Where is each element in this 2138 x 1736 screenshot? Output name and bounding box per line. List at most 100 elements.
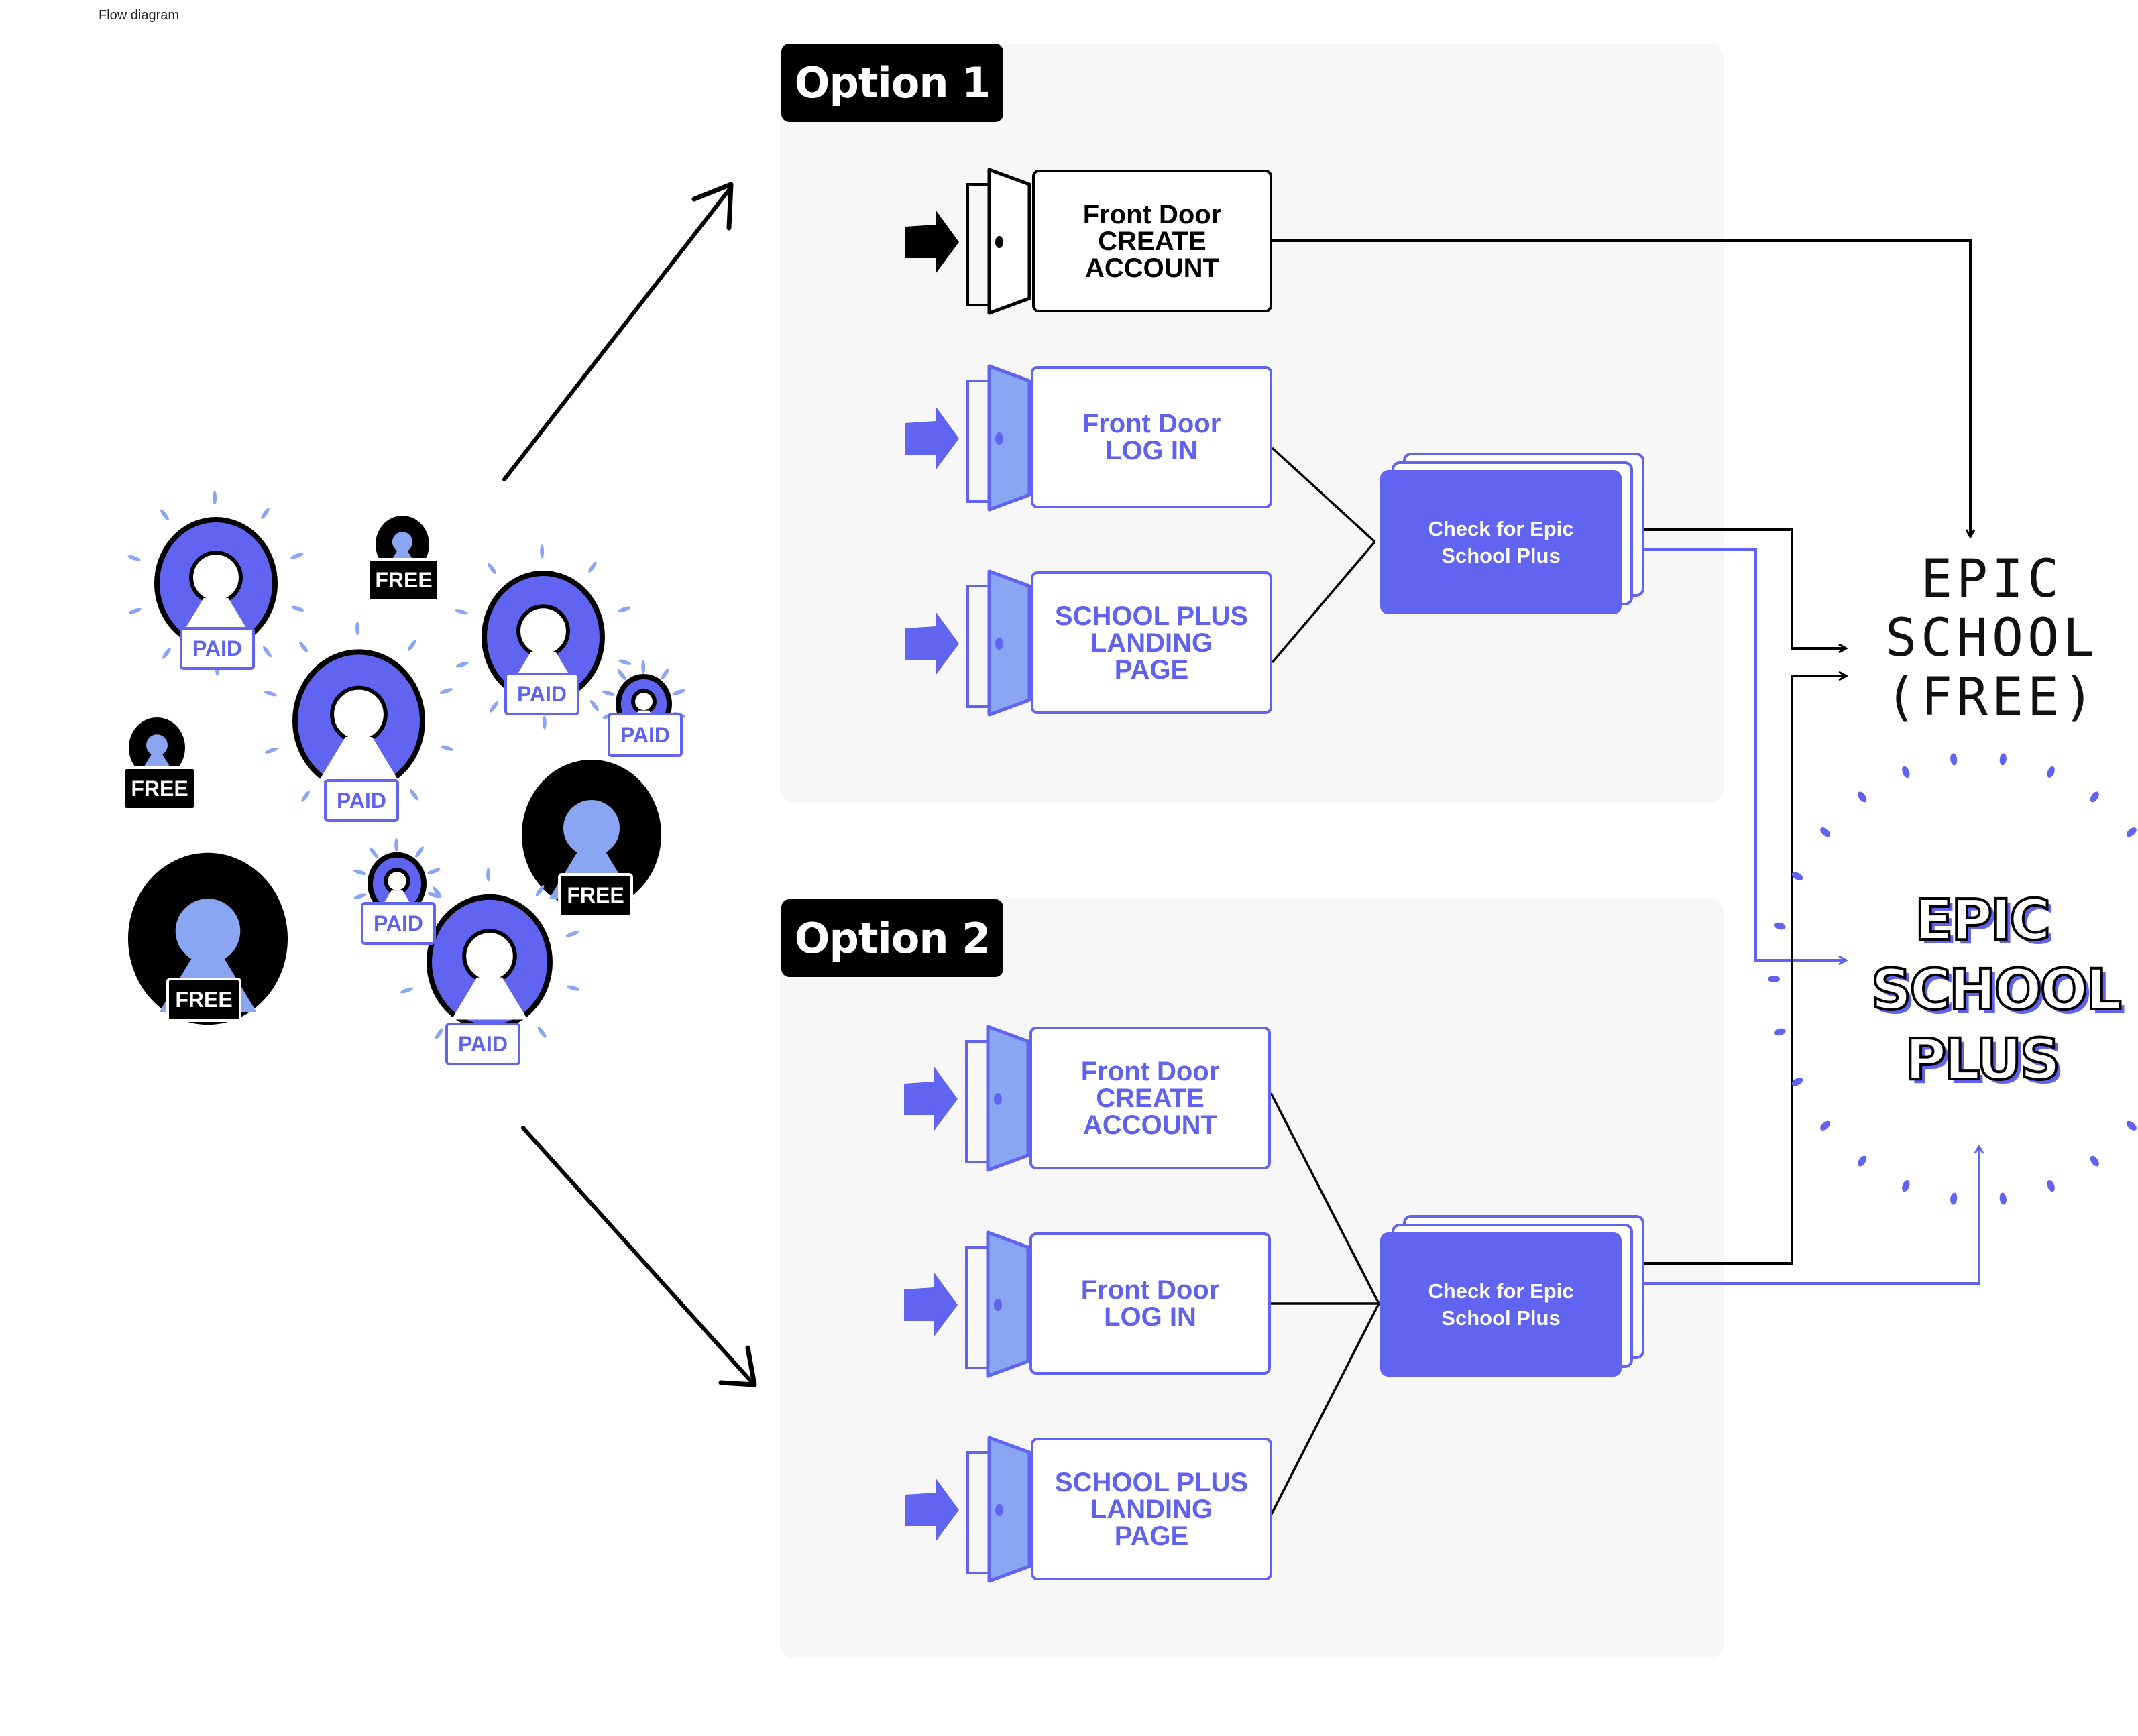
sparkle-mark	[1820, 827, 1831, 837]
sparkle-mark	[1950, 753, 1958, 766]
arrow-icon	[904, 1067, 958, 1131]
sparkle-mark	[486, 868, 491, 882]
node-label: SCHOOL PLUS LANDING PAGE	[1054, 601, 1249, 685]
line-landing2-to-check2	[1270, 1303, 1380, 1516]
sparkle-mark	[618, 659, 632, 665]
sparkle-mark	[400, 987, 413, 994]
sparkle-mark	[2047, 766, 2055, 778]
paid-tag: PAID	[361, 902, 436, 945]
paid-user-avatar	[127, 491, 304, 676]
person-silhouette-icon	[189, 551, 243, 605]
line-login-to-check1	[1271, 447, 1376, 543]
sparkle-mark	[263, 646, 272, 658]
person-silhouette-icon	[384, 868, 410, 894]
sparkle-mark	[427, 892, 441, 899]
option1-login-box[interactable]: Front Door LOG IN	[1031, 366, 1272, 508]
paid-user-avatar	[264, 622, 454, 820]
sparkle-mark	[1902, 1179, 1910, 1192]
paid-tag: PAID	[324, 779, 399, 822]
arrow-to-option1	[502, 182, 734, 481]
sparkle-mark	[1902, 766, 1910, 778]
sparkle-mark	[588, 561, 597, 573]
door-icon	[905, 168, 1031, 315]
arrow-to-option2	[521, 1126, 757, 1387]
page-label: Flow diagram	[99, 8, 180, 23]
sparkle-mark	[265, 748, 278, 754]
sparkle-mark	[394, 838, 399, 852]
line-landing-to-check1	[1271, 540, 1376, 664]
node-label: SCHOOL PLUS LANDING PAGE	[1054, 1467, 1249, 1551]
free-tag: FREE	[368, 558, 440, 602]
sparkle-mark	[1999, 753, 2007, 766]
free-tag: FREE	[558, 873, 633, 917]
arrow-icon	[904, 1273, 958, 1336]
sparkle-mark	[590, 699, 599, 711]
paid-tag: PAID	[180, 627, 255, 670]
sparkle-mark	[213, 491, 217, 505]
node-label: Front Door LOG IN	[1080, 1275, 1220, 1332]
option1-check-box[interactable]: Check for Epic School Plus	[1380, 453, 1644, 614]
sparkle-mark	[415, 846, 424, 858]
sparkle-mark	[2047, 1179, 2055, 1192]
sparkle-mark	[2126, 827, 2137, 837]
person-silhouette-icon	[462, 929, 517, 984]
option2-check-box[interactable]: Check for Epic School Plus	[1380, 1215, 1644, 1377]
sparkle-mark	[1774, 1028, 1786, 1036]
arrow-icon	[905, 210, 959, 274]
sparkle-mark	[355, 622, 360, 636]
sparkle-mark	[566, 931, 579, 937]
sparkle-mark	[542, 715, 547, 730]
arrow-icon	[905, 1478, 959, 1542]
paid-tag: PAID	[608, 713, 683, 757]
door-icon	[904, 1230, 1030, 1378]
free-tag: FREE	[123, 766, 196, 811]
sparkle-mark	[353, 893, 367, 899]
option2-create-account-box[interactable]: Front Door CREATE ACCOUNT	[1029, 1027, 1271, 1169]
door-icon	[905, 569, 1031, 717]
sparkle-mark	[353, 869, 367, 875]
sparkle-mark	[1820, 1120, 1831, 1131]
door-icon	[904, 1025, 1030, 1172]
sparkle-mark	[2090, 1155, 2099, 1167]
sparkle-mark	[301, 791, 310, 802]
free-user-avatar	[129, 717, 185, 778]
sparkle-mark	[441, 745, 454, 751]
line-check1-to-plus	[1643, 548, 1846, 960]
sparkle-mark	[535, 884, 545, 896]
person-silhouette-icon	[330, 685, 388, 744]
paid-tag: PAID	[504, 673, 579, 715]
sparkle-mark	[455, 609, 468, 615]
option2-landing-page-box[interactable]: SCHOOL PLUS LANDING PAGE	[1031, 1438, 1272, 1580]
node-label: Front Door LOG IN	[1082, 409, 1221, 465]
sparkle-mark	[661, 668, 670, 680]
door-icon	[905, 364, 1031, 512]
option2-login-box[interactable]: Front Door LOG IN	[1029, 1232, 1271, 1375]
sparkle-mark	[1768, 976, 1780, 982]
check-label: Check for Epic School Plus	[1380, 1232, 1622, 1377]
sparkle-mark	[264, 691, 277, 697]
person-silhouette-icon	[631, 689, 657, 715]
node-label: Front Door CREATE ACCOUNT	[1080, 1056, 1220, 1140]
sparkle-mark	[537, 1027, 547, 1038]
person-silhouette-icon	[146, 734, 168, 756]
person-silhouette-icon	[516, 604, 570, 658]
sparkle-mark	[439, 688, 453, 694]
line-create2-to-check2	[1270, 1092, 1380, 1304]
line-check2-to-free	[1643, 676, 1846, 1265]
sparkle-mark	[160, 509, 169, 521]
sparkle-mark	[261, 508, 270, 520]
door-icon	[905, 1436, 1031, 1583]
node-label: Front Door CREATE ACCOUNT	[1082, 199, 1222, 283]
sparkle-mark	[291, 605, 304, 612]
option1-label: Option 1	[781, 44, 1003, 122]
sparkle-mark	[369, 847, 378, 858]
sparkle-mark	[427, 868, 441, 874]
option1-landing-page-box[interactable]: SCHOOL PLUS LANDING PAGE	[1031, 571, 1272, 714]
option1-create-account-box[interactable]: Front Door CREATE ACCOUNT	[1032, 170, 1272, 312]
sparkle-mark	[567, 985, 580, 991]
sparkle-mark	[641, 660, 646, 674]
